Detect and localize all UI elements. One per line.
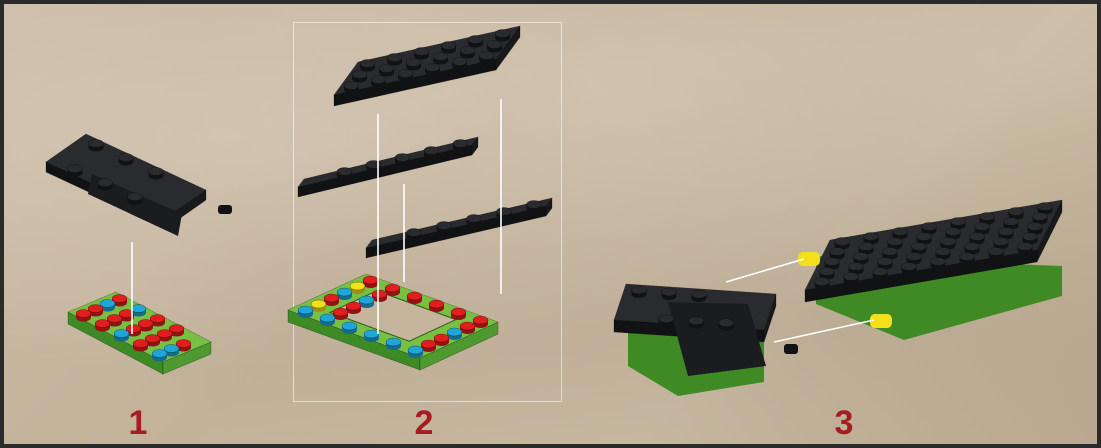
stud bbox=[844, 273, 859, 285]
stud bbox=[387, 54, 402, 66]
hinge-clip bbox=[218, 205, 232, 214]
step-3-guide-line bbox=[726, 259, 804, 282]
step-1-illustration bbox=[46, 134, 232, 374]
stud bbox=[379, 65, 394, 77]
black-stud bbox=[68, 165, 83, 177]
stud bbox=[468, 36, 483, 48]
stud bbox=[324, 294, 339, 306]
stud bbox=[408, 346, 423, 358]
stud bbox=[414, 48, 429, 60]
step-1-number: 1 bbox=[118, 404, 158, 442]
black-stud bbox=[149, 168, 164, 180]
stud bbox=[346, 302, 361, 314]
stud bbox=[467, 215, 482, 227]
green-base-plate bbox=[68, 292, 211, 374]
stud bbox=[460, 47, 475, 59]
stud bbox=[359, 296, 374, 308]
stud bbox=[960, 253, 975, 265]
stud bbox=[352, 71, 367, 83]
stud bbox=[931, 258, 946, 270]
stud bbox=[320, 314, 335, 326]
stud bbox=[452, 58, 467, 70]
step-3-number: 3 bbox=[824, 404, 864, 442]
stud bbox=[632, 286, 647, 298]
black-plate-middle bbox=[298, 137, 478, 197]
stud bbox=[479, 52, 494, 64]
stud bbox=[385, 284, 400, 296]
stud bbox=[434, 334, 449, 346]
stud bbox=[460, 322, 475, 334]
stud bbox=[989, 248, 1004, 260]
stud bbox=[344, 82, 359, 94]
green-frame-plate bbox=[288, 274, 498, 370]
stud bbox=[363, 276, 378, 288]
stud bbox=[815, 278, 830, 290]
stud bbox=[350, 282, 365, 294]
hinge-assembly bbox=[614, 284, 798, 396]
black-stud bbox=[89, 140, 104, 152]
stud bbox=[421, 340, 436, 352]
step-3-guide-line bbox=[774, 320, 874, 342]
stud bbox=[133, 340, 148, 352]
stud bbox=[342, 322, 357, 334]
stud bbox=[360, 60, 375, 72]
black-stud bbox=[719, 319, 734, 331]
black-plate-top bbox=[334, 26, 520, 106]
yellow-hinge-clip bbox=[870, 314, 892, 328]
stud bbox=[95, 320, 110, 332]
black-stud bbox=[98, 179, 113, 191]
stud bbox=[371, 76, 386, 88]
stud bbox=[662, 288, 677, 300]
stud bbox=[473, 316, 488, 328]
stud bbox=[433, 53, 448, 65]
stud bbox=[406, 59, 421, 71]
stud bbox=[425, 64, 440, 76]
stud bbox=[407, 229, 422, 241]
step-2-number: 2 bbox=[404, 404, 444, 442]
stud bbox=[451, 308, 466, 320]
black-hinge-plate bbox=[46, 134, 232, 236]
stud bbox=[337, 288, 352, 300]
stud bbox=[487, 41, 502, 53]
stud bbox=[395, 154, 410, 166]
stud bbox=[902, 263, 917, 275]
stud bbox=[372, 290, 387, 302]
stud bbox=[114, 330, 129, 342]
hinge-clip bbox=[784, 344, 798, 354]
black-stud bbox=[128, 193, 143, 205]
black-stud bbox=[689, 317, 704, 329]
stud bbox=[311, 300, 326, 312]
main-assembly bbox=[798, 200, 1062, 340]
stud bbox=[495, 30, 510, 42]
stud bbox=[873, 268, 888, 280]
stud bbox=[441, 42, 456, 54]
stud bbox=[497, 208, 512, 220]
stud bbox=[453, 140, 468, 152]
step-3-illustration bbox=[614, 200, 1062, 396]
black-stud bbox=[119, 154, 134, 166]
stud bbox=[692, 290, 707, 302]
stud bbox=[407, 292, 422, 304]
stud bbox=[527, 201, 542, 213]
black-stud bbox=[659, 315, 674, 327]
stud bbox=[447, 328, 462, 340]
step-2-illustration bbox=[288, 26, 552, 370]
stud bbox=[437, 222, 452, 234]
stud bbox=[386, 338, 401, 350]
stud bbox=[333, 308, 348, 320]
stud bbox=[1018, 243, 1033, 255]
stud bbox=[364, 330, 379, 342]
black-plate-lower bbox=[366, 198, 552, 258]
stud bbox=[337, 168, 352, 180]
build-diagram bbox=[4, 4, 1097, 444]
stud bbox=[398, 70, 413, 82]
stud bbox=[76, 310, 91, 322]
stud bbox=[429, 300, 444, 312]
stud bbox=[298, 306, 313, 318]
stud bbox=[424, 147, 439, 159]
stud bbox=[152, 350, 167, 362]
